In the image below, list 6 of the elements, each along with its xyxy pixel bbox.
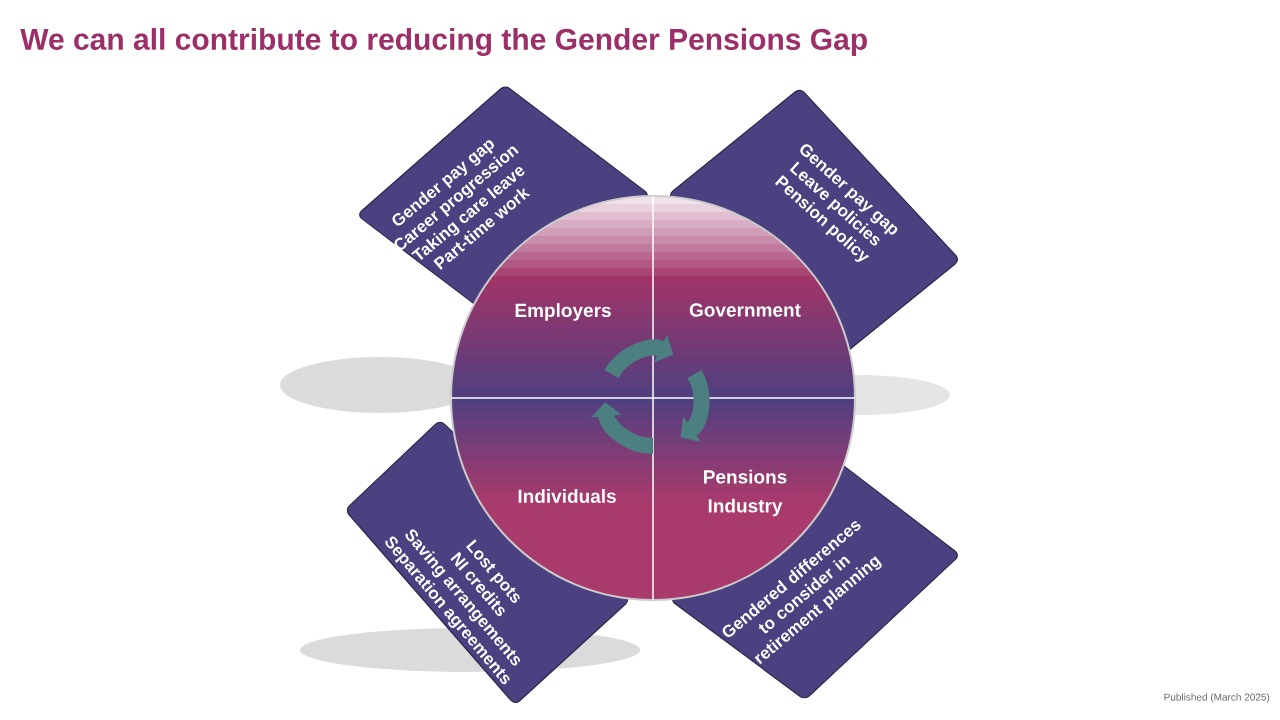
footer-note: Published (March 2025) [1164,693,1270,703]
quadrant-label: Government [689,303,801,317]
quadrant-label: Pensions Industry [704,469,787,517]
title: We can all contribute to reducing the Gender Pensions Gap [20,27,867,57]
quadrant-label: Employers [515,303,611,321]
quadrant-label: Individuals [518,489,616,503]
